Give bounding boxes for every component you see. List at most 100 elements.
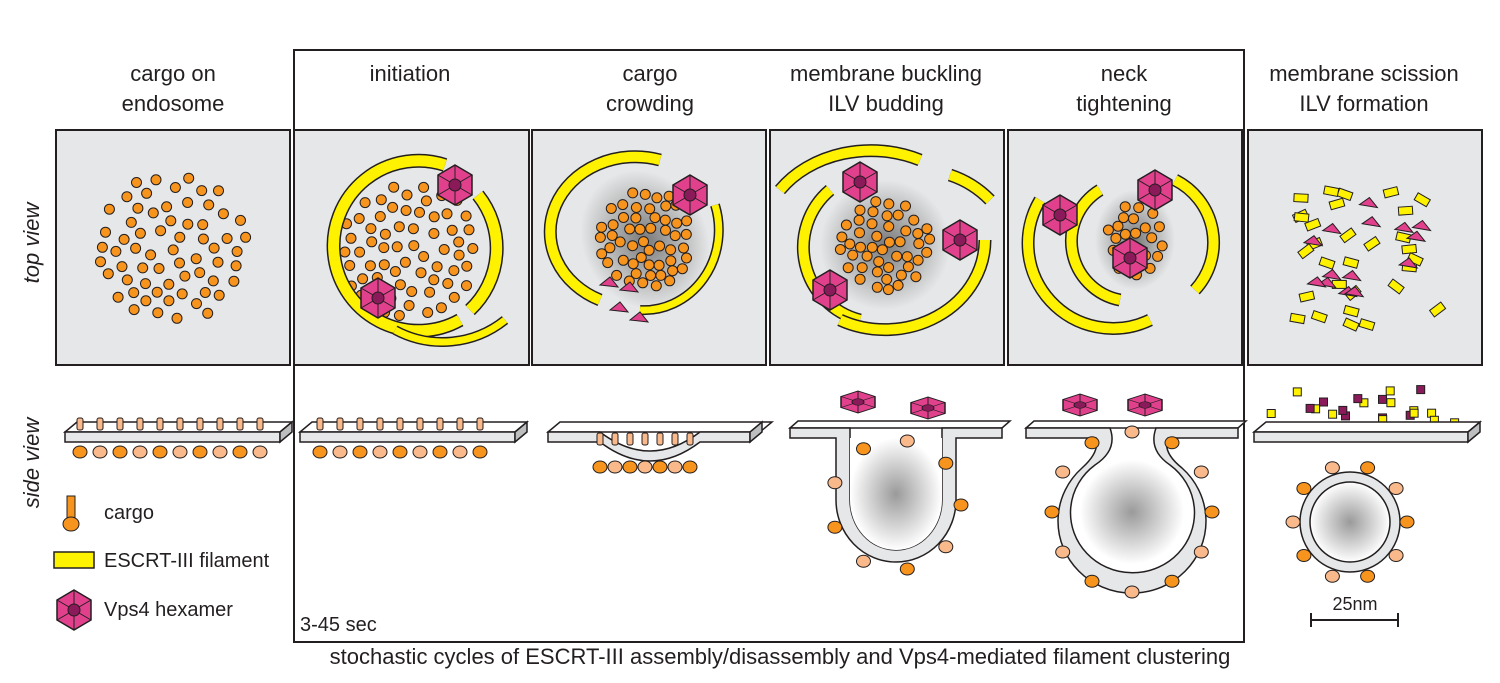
cargo-dot — [217, 208, 229, 220]
cargo-dot — [618, 212, 629, 223]
filament-fragment — [1363, 235, 1381, 252]
cargo-glyph — [607, 432, 623, 474]
cargo-dot — [208, 242, 220, 254]
cargo-dot — [602, 257, 614, 269]
cargo-dot — [867, 206, 879, 218]
cargo-dot — [651, 192, 663, 204]
cargo-glyph — [1044, 505, 1060, 519]
cargo-dot — [435, 302, 447, 314]
filament-fragment — [1297, 243, 1315, 260]
cargo-glyph — [72, 417, 88, 459]
cargo-dot — [1139, 222, 1151, 234]
cargo-dot — [128, 287, 140, 299]
cargo-dot — [414, 206, 425, 218]
cargo-glyph — [1388, 549, 1404, 562]
cargo-glyph — [172, 417, 188, 459]
cargo-glyph — [1055, 465, 1071, 479]
cargo-dot — [151, 286, 163, 298]
cargo-dot — [153, 263, 165, 274]
cargo-dot — [876, 244, 888, 256]
cargo-glyph — [112, 417, 128, 459]
cargo-dot — [357, 273, 369, 285]
cargo-dot — [118, 233, 130, 245]
cargo-dot — [375, 194, 387, 206]
cargo-dot — [660, 224, 671, 236]
cargo-dot — [921, 223, 933, 235]
cargo-glyph — [827, 520, 843, 534]
cargo-dot — [638, 236, 649, 248]
cargo-dot — [428, 274, 440, 286]
vps4-fragment — [1393, 221, 1415, 234]
filament-fragment — [1298, 290, 1316, 303]
cargo-dot — [617, 254, 629, 266]
cargo-glyph — [592, 432, 608, 474]
cargo-glyph — [1399, 515, 1415, 529]
filament-fragment — [1293, 193, 1309, 203]
cargo-dot — [1133, 202, 1145, 214]
cargo-dot — [1102, 224, 1114, 236]
cargo-dot — [140, 295, 152, 307]
side-view-membranes — [62, 420, 1483, 462]
membrane-slab — [545, 421, 775, 433]
cargo-glyph — [1324, 461, 1340, 475]
vps4-fragment — [1397, 257, 1419, 269]
cargo-dot — [344, 260, 356, 271]
vps4-fragment — [1358, 196, 1379, 209]
cargo-dot — [664, 275, 676, 287]
filament-fragment — [1401, 243, 1418, 255]
cargo-dot — [665, 244, 677, 256]
cargo-glyph — [637, 432, 653, 474]
cargo-dot — [353, 213, 365, 224]
cargo-glyph — [252, 417, 268, 459]
ilv-vesicle — [1299, 471, 1401, 573]
cargo-dot — [669, 230, 681, 242]
cargo-dot — [639, 188, 651, 200]
cargo-glyph — [312, 417, 328, 459]
vps4-fragment — [1302, 235, 1324, 247]
cargo-dot — [415, 267, 427, 279]
cargo-dot — [428, 228, 440, 239]
cargo-dot — [408, 240, 420, 252]
cargo-dot — [881, 210, 893, 222]
cargo-dot — [228, 275, 240, 287]
cargo-dot — [834, 244, 846, 255]
cargo-glyph — [192, 417, 208, 459]
cargo-dot — [635, 252, 647, 263]
cargo-dot — [438, 244, 450, 255]
cargo-dot — [422, 307, 434, 318]
filament-fragment — [1409, 408, 1419, 418]
cargo-dot — [653, 259, 665, 271]
cargo-dot — [140, 278, 151, 290]
cargo-dot — [150, 174, 162, 186]
cargo-glyph — [953, 498, 969, 512]
figure-caption: stochastic cycles of ESCRT-III assembly/… — [329, 644, 1231, 669]
cargo-dot — [884, 236, 895, 248]
cargo-dot — [630, 202, 642, 213]
cargo-glyph — [232, 417, 248, 459]
vps4-hexamer — [1127, 393, 1163, 417]
cargo-dot — [892, 209, 904, 221]
cargo-dot — [1152, 250, 1164, 262]
cargo-dot — [901, 251, 913, 263]
cargo-glyph — [1296, 549, 1312, 562]
cargo-dot — [913, 238, 925, 250]
cargo-dot — [908, 214, 920, 226]
cargo-dot — [401, 189, 413, 201]
cargo-dot — [231, 246, 243, 257]
cargo-dot — [853, 214, 865, 226]
filament-fragment — [1342, 304, 1360, 318]
cargo-glyph — [352, 417, 368, 459]
cargo-dot — [191, 298, 202, 310]
cargo-dot — [400, 205, 412, 216]
cargo-glyph — [1193, 545, 1209, 559]
cargo-dot — [655, 269, 667, 281]
filament-fragment — [1342, 317, 1360, 332]
cargo-glyph — [622, 432, 638, 474]
cargo-dot — [606, 230, 618, 241]
cargo-dot — [394, 279, 406, 291]
cargo-dot — [856, 262, 868, 274]
filament-fragment — [1292, 387, 1302, 397]
cargo-glyph — [827, 476, 843, 490]
